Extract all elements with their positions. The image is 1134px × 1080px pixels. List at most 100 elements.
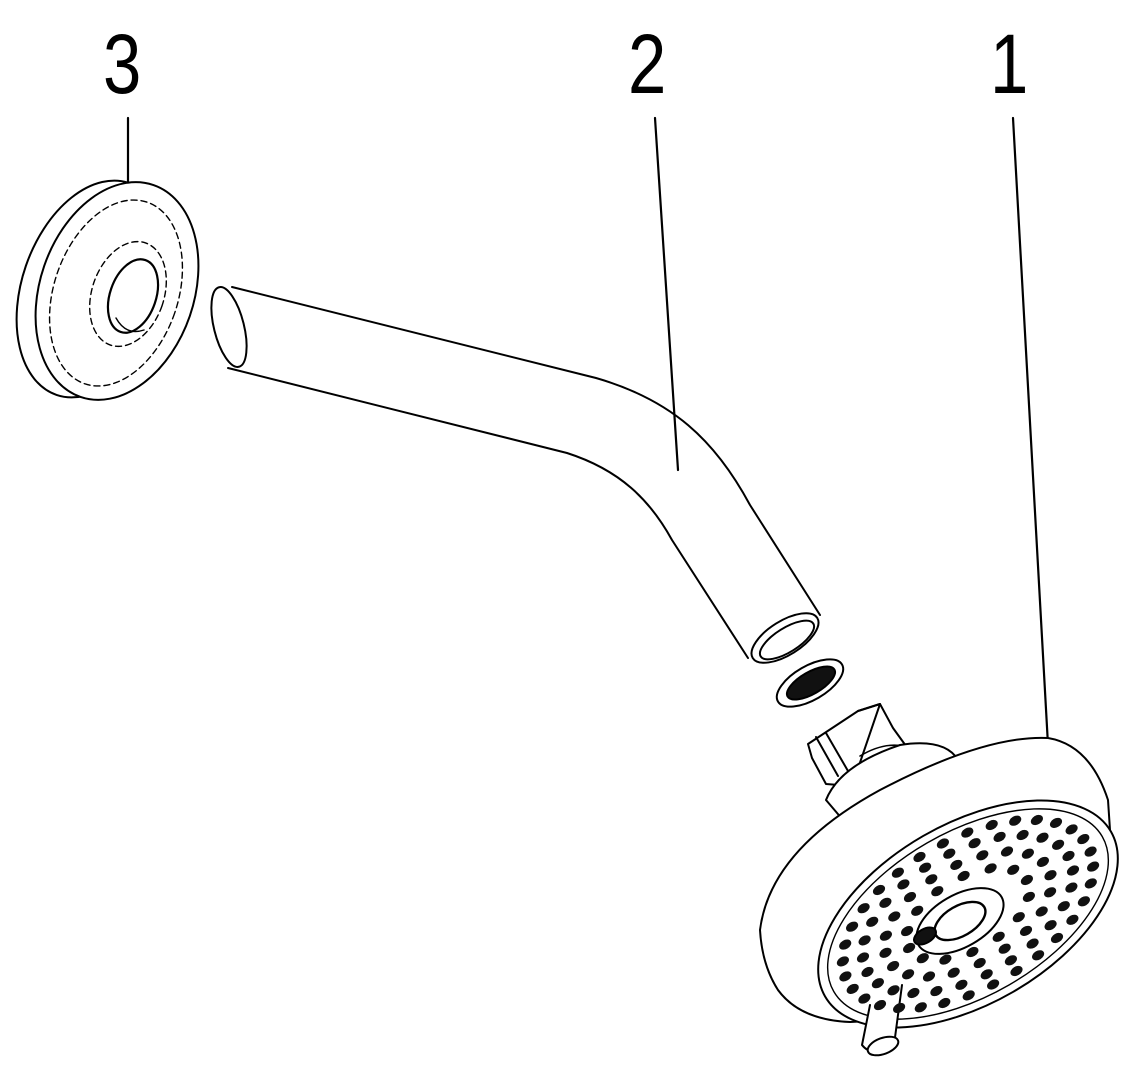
nozzle-hole — [1035, 906, 1048, 917]
nozzle-hole — [1044, 870, 1057, 881]
nozzle-hole — [1021, 848, 1034, 859]
nozzle-hole — [919, 862, 932, 873]
nozzle-hole — [962, 990, 975, 1001]
nozzle-hole — [955, 979, 968, 990]
nozzle-hole — [1044, 887, 1057, 898]
nozzle-hole — [1066, 914, 1079, 925]
nozzle-hole — [897, 879, 910, 890]
nozzle-hole — [992, 931, 1005, 942]
nozzle-hole — [1012, 912, 1025, 923]
spray-nozzles — [836, 814, 1100, 1014]
wall-flange-part-3 — [0, 160, 226, 422]
nozzle-hole — [871, 978, 884, 989]
nozzle-hole — [879, 930, 892, 941]
nozzle-hole — [861, 966, 874, 978]
nozzle-hole — [891, 867, 904, 878]
nozzle-hole — [957, 870, 970, 882]
nozzle-hole — [873, 1000, 887, 1011]
nozzle-hole — [984, 863, 997, 874]
nozzle-hole — [1052, 839, 1065, 850]
nozzle-hole — [888, 911, 901, 922]
nozzle-hole — [893, 1002, 906, 1014]
callout-2-label: 2 — [628, 17, 667, 111]
callout-1-label: 1 — [990, 17, 1029, 111]
nozzle-hole — [1065, 824, 1078, 835]
nozzle-hole — [839, 971, 852, 982]
nozzle-hole — [872, 884, 886, 896]
nozzle-hole — [903, 892, 917, 903]
nozzle-hole — [858, 993, 871, 1004]
nozzle-hole — [925, 874, 938, 885]
leader-line-2 — [655, 118, 678, 470]
nozzle-hole — [907, 987, 920, 999]
nozzle-hole — [1044, 920, 1057, 931]
nozzle-hole — [938, 997, 951, 1009]
nozzle-hole — [922, 971, 936, 982]
nozzle-hole — [1065, 882, 1078, 893]
leader-line-1 — [1013, 118, 1048, 745]
nozzle-hole — [987, 979, 1000, 990]
nozzle-hole — [911, 905, 924, 916]
nozzle-hole — [879, 947, 892, 958]
nozzle-hole — [1050, 932, 1064, 944]
nozzle-hole — [936, 838, 949, 849]
nozzle-hole — [1066, 865, 1080, 876]
nozzle-hole — [1020, 874, 1033, 886]
nozzle-hole — [1057, 901, 1070, 912]
nozzle-hole — [968, 838, 981, 849]
nozzle-hole — [903, 942, 916, 954]
seal-washer — [769, 650, 850, 716]
nozzle-hole — [1010, 965, 1023, 977]
nozzle-hole — [1026, 938, 1039, 949]
nozzle-hole — [976, 850, 989, 861]
nozzle-hole — [1004, 955, 1017, 966]
nozzle-hole — [846, 983, 859, 994]
nozzle-hole — [998, 943, 1011, 954]
nozzle-hole — [836, 956, 849, 967]
nozzle-hole — [1032, 950, 1045, 961]
nozzle-hole — [839, 939, 852, 950]
nozzle-hole — [961, 827, 974, 838]
nozzle-hole — [947, 967, 960, 978]
nozzle-hole — [1036, 832, 1049, 843]
shower-arm-part-2 — [205, 284, 827, 673]
nozzle-hole — [1009, 815, 1022, 826]
nozzle-hole — [866, 916, 879, 927]
nozzle-hole — [902, 969, 915, 980]
nozzle-hole — [943, 848, 956, 859]
nozzle-hole — [1036, 856, 1049, 867]
nozzle-hole — [1007, 864, 1020, 875]
nozzle-hole — [858, 935, 871, 946]
nozzle-hole — [1077, 834, 1090, 845]
nozzle-hole — [1087, 861, 1100, 872]
nozzle-hole — [1022, 891, 1035, 902]
nozzle-hole — [950, 859, 963, 870]
nozzle-hole — [931, 886, 944, 897]
nozzle-hole — [887, 961, 900, 972]
nozzle-hole — [1019, 925, 1033, 936]
nozzle-hole — [901, 926, 914, 937]
nozzle-hole — [887, 985, 900, 996]
nozzle-hole — [973, 958, 986, 969]
nozzle-hole — [930, 986, 943, 997]
nozzle-hole — [914, 1002, 927, 1013]
nozzle-hole — [879, 897, 892, 908]
nozzle-hole — [856, 952, 870, 963]
callout-3-label: 3 — [103, 17, 142, 111]
nozzle-hole — [1000, 846, 1014, 857]
nozzle-hole — [980, 969, 993, 980]
nozzle-hole — [993, 831, 1006, 842]
nozzle-hole — [1030, 814, 1043, 826]
nozzle-hole — [1084, 846, 1097, 857]
nozzle-hole — [1077, 896, 1090, 907]
nozzle-hole — [966, 946, 979, 958]
nozzle-hole — [1016, 829, 1029, 841]
nozzle-hole — [913, 851, 926, 863]
nozzle-hole — [857, 903, 870, 914]
nozzle-hole — [916, 953, 929, 964]
nozzle-hole — [846, 921, 859, 932]
nozzle-hole — [1062, 850, 1075, 862]
nozzle-hole — [1084, 878, 1097, 889]
nozzle-hole — [939, 954, 952, 965]
nozzle-hole — [985, 819, 998, 831]
